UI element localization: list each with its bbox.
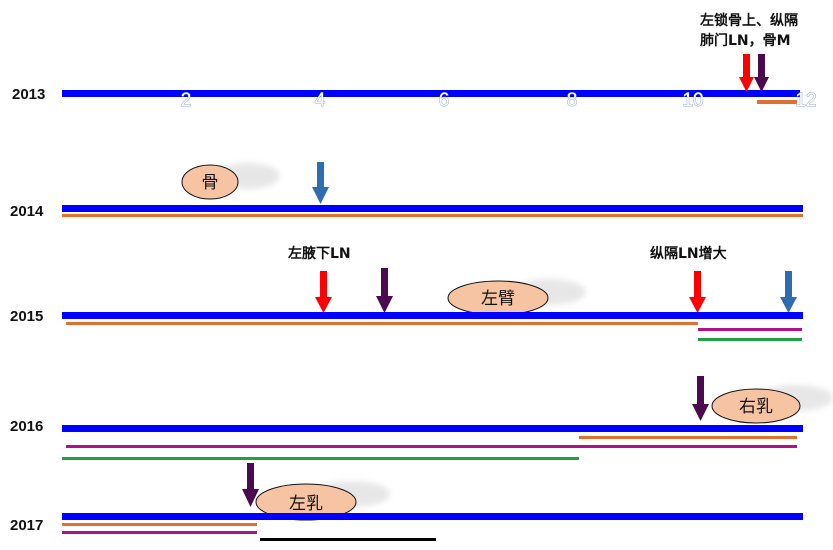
annotation-2015-left: 左腋下LN	[287, 245, 351, 262]
axis-ticks: 2 4 6 8 10 12	[180, 90, 817, 112]
down-arrow-red-icon	[689, 271, 706, 313]
treatment-line-magenta	[62, 531, 257, 534]
year-label-2013: 2013	[12, 86, 45, 103]
annotation-2013-line1: 左锁骨上、纵隔	[699, 12, 798, 29]
treatment-line-orange	[62, 214, 803, 217]
treatment-line-orange	[62, 523, 257, 526]
treatment-line-orange	[66, 322, 698, 325]
down-arrow-blue-icon	[312, 162, 329, 204]
site-label-2017: 左乳	[289, 494, 323, 514]
treatment-line-orange	[579, 436, 797, 439]
year-label-2015: 2015	[10, 308, 43, 325]
treatment-line-magenta	[66, 445, 797, 448]
down-arrow-red-icon	[315, 271, 332, 313]
timeline-bar-2014	[62, 205, 803, 212]
timeline-bar-2017	[62, 513, 803, 520]
down-arrow-purple-icon	[754, 54, 769, 92]
treatment-line-black	[260, 538, 436, 541]
tick-label: 6	[439, 90, 450, 111]
site-oval-2016	[711, 388, 801, 424]
treatment-line-magenta	[698, 328, 802, 331]
tick-label: 8	[567, 90, 578, 111]
timeline-bar-2016	[62, 425, 803, 432]
down-arrow-purple-icon	[242, 463, 259, 507]
site-oval-2014	[181, 164, 239, 200]
site-label-2016: 右乳	[739, 397, 773, 417]
year-label-2014: 2014	[10, 203, 44, 220]
down-arrow-purple-icon	[376, 268, 393, 313]
site-label-2014: 骨	[202, 173, 219, 193]
year-label-2016: 2016	[10, 418, 43, 435]
down-arrow-red-icon	[739, 54, 754, 92]
treatment-line-orange	[757, 100, 797, 104]
tick-label: 2	[181, 90, 192, 111]
tick-label: 10	[682, 90, 703, 111]
year-label-2017: 2017	[10, 517, 43, 534]
annotation-2013-line2: 肺门LN，骨M	[700, 32, 791, 49]
down-arrow-blue-icon	[780, 271, 797, 313]
site-label-2015: 左臂	[481, 289, 515, 309]
tick-label: 4	[315, 90, 326, 111]
treatment-line-green	[698, 338, 802, 341]
down-arrow-purple-icon	[692, 376, 709, 421]
tick-label: 12	[795, 90, 816, 111]
annotation-2015-right: 纵隔LN增大	[650, 245, 727, 262]
treatment-line-green	[62, 457, 579, 460]
timeline-bar-2015	[62, 312, 803, 319]
timeline-bar-2013	[62, 90, 800, 97]
